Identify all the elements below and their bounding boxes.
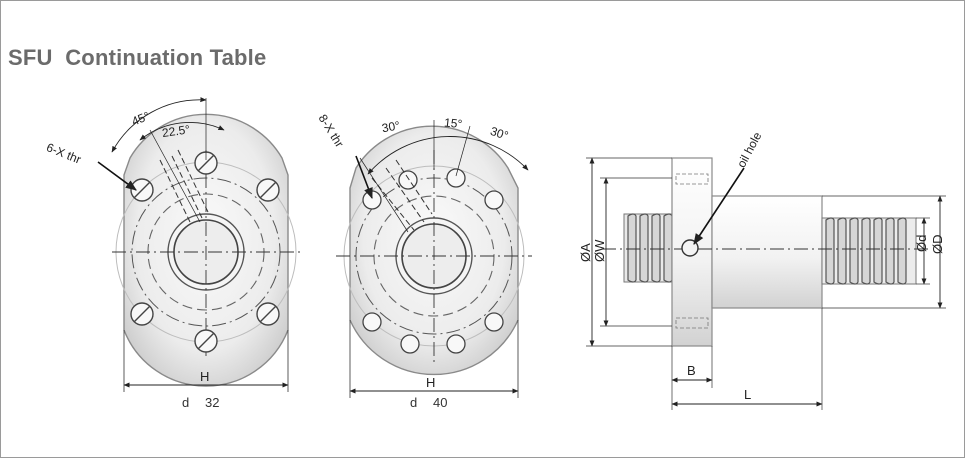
dimension-a: ØA [578,243,593,262]
dimension-d-large: ØD [930,235,945,255]
nut-body [711,195,823,309]
angle-label-15: 15° [443,115,463,131]
flange-view-d32: 45° 22.5° 6-X thr H d 32 [44,97,300,410]
caption-prefix: d [182,395,189,410]
dimension-b: B [687,363,696,378]
angle-label-45: 45° [130,109,152,129]
screw-thread-right [825,217,907,285]
screw-thread-left [627,213,673,283]
flange-view-d40: 30° 15° 30° 8-X thr H d 40 [316,112,532,410]
caption-value: 32 [205,395,219,410]
oil-hole-label: oil hole [734,129,764,169]
caption-prefix: d [410,395,417,410]
thread-label-8x: 8-X thr [316,112,347,150]
width-label-h: H [426,375,435,390]
page-title: SFU Continuation Table [8,45,267,70]
caption-value: 40 [433,395,447,410]
angle-label-30-left: 30° [381,118,401,135]
angle-label-30-right: 30° [489,124,511,143]
dimension-l: L [744,387,751,402]
side-view: oil hole ØA ØW Ød ØD B L [578,129,946,410]
thread-label-6x: 6-X thr [44,140,83,166]
dimension-w: ØW [592,239,607,262]
angle-label-22-5: 22.5° [161,122,191,140]
width-label-h: H [200,369,209,384]
bolt-holes [130,151,280,353]
dimension-d-small: Ød [914,235,929,252]
